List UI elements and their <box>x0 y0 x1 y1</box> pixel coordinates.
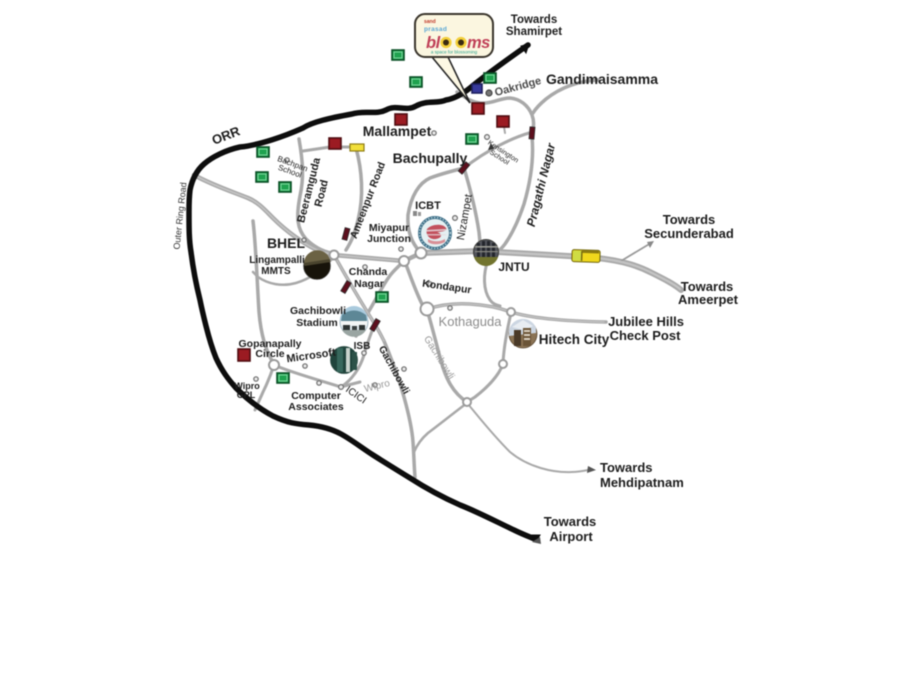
svg-text:Check Post: Check Post <box>610 328 681 343</box>
svg-text:prasad: prasad <box>424 26 447 33</box>
svg-text:Towards: Towards <box>681 279 734 294</box>
svg-text:Towards: Towards <box>511 14 557 26</box>
svg-text:Jubilee Hills: Jubilee Hills <box>608 314 684 329</box>
svg-text:Junction: Junction <box>367 233 411 245</box>
svg-text:Mehdipatnam: Mehdipatnam <box>600 475 684 490</box>
svg-text:Airport: Airport <box>549 529 593 544</box>
svg-text:Circle: Circle <box>255 348 284 360</box>
svg-text:Secunderabad: Secunderabad <box>644 226 734 241</box>
svg-text:Stadium: Stadium <box>296 317 337 329</box>
svg-text:BHEL: BHEL <box>267 235 306 251</box>
svg-text:ISB: ISB <box>354 341 371 352</box>
svg-text:GPL: GPL <box>237 390 256 400</box>
svg-text:Gopanapally: Gopanapally <box>238 338 301 350</box>
svg-text:MMTS: MMTS <box>261 266 291 277</box>
svg-text:sand: sand <box>424 19 436 25</box>
svg-text:Towards: Towards <box>544 514 597 529</box>
svg-text:ICBT: ICBT <box>415 200 441 212</box>
svg-text:Gachibowli: Gachibowli <box>290 305 346 317</box>
svg-text:bl: bl <box>426 34 441 52</box>
svg-text:Bachupally: Bachupally <box>393 150 468 166</box>
svg-text:Mallampet: Mallampet <box>363 123 432 139</box>
svg-text:Lingampalli: Lingampalli <box>249 255 305 266</box>
svg-text:Associates: Associates <box>288 401 344 413</box>
svg-text:Chanda: Chanda <box>349 266 388 278</box>
svg-text:JNTU: JNTU <box>498 260 529 274</box>
svg-text:Wipro: Wipro <box>234 381 260 391</box>
svg-text:Computer: Computer <box>291 390 341 402</box>
svg-text:Towards: Towards <box>663 212 716 227</box>
svg-text:Hitech City: Hitech City <box>539 332 610 347</box>
svg-text:Kothaguda: Kothaguda <box>439 314 503 329</box>
svg-text:ms: ms <box>467 34 490 52</box>
svg-text:Shamirpet: Shamirpet <box>506 26 562 38</box>
svg-text:Ameerpet: Ameerpet <box>678 292 739 307</box>
svg-text:a space for blossoming: a space for blossoming <box>431 50 478 55</box>
svg-text:Gandimaisamma: Gandimaisamma <box>546 71 658 87</box>
svg-text:Towards: Towards <box>600 460 653 475</box>
svg-text:Miyapur: Miyapur <box>369 222 409 234</box>
svg-text:Nagar: Nagar <box>354 278 384 290</box>
